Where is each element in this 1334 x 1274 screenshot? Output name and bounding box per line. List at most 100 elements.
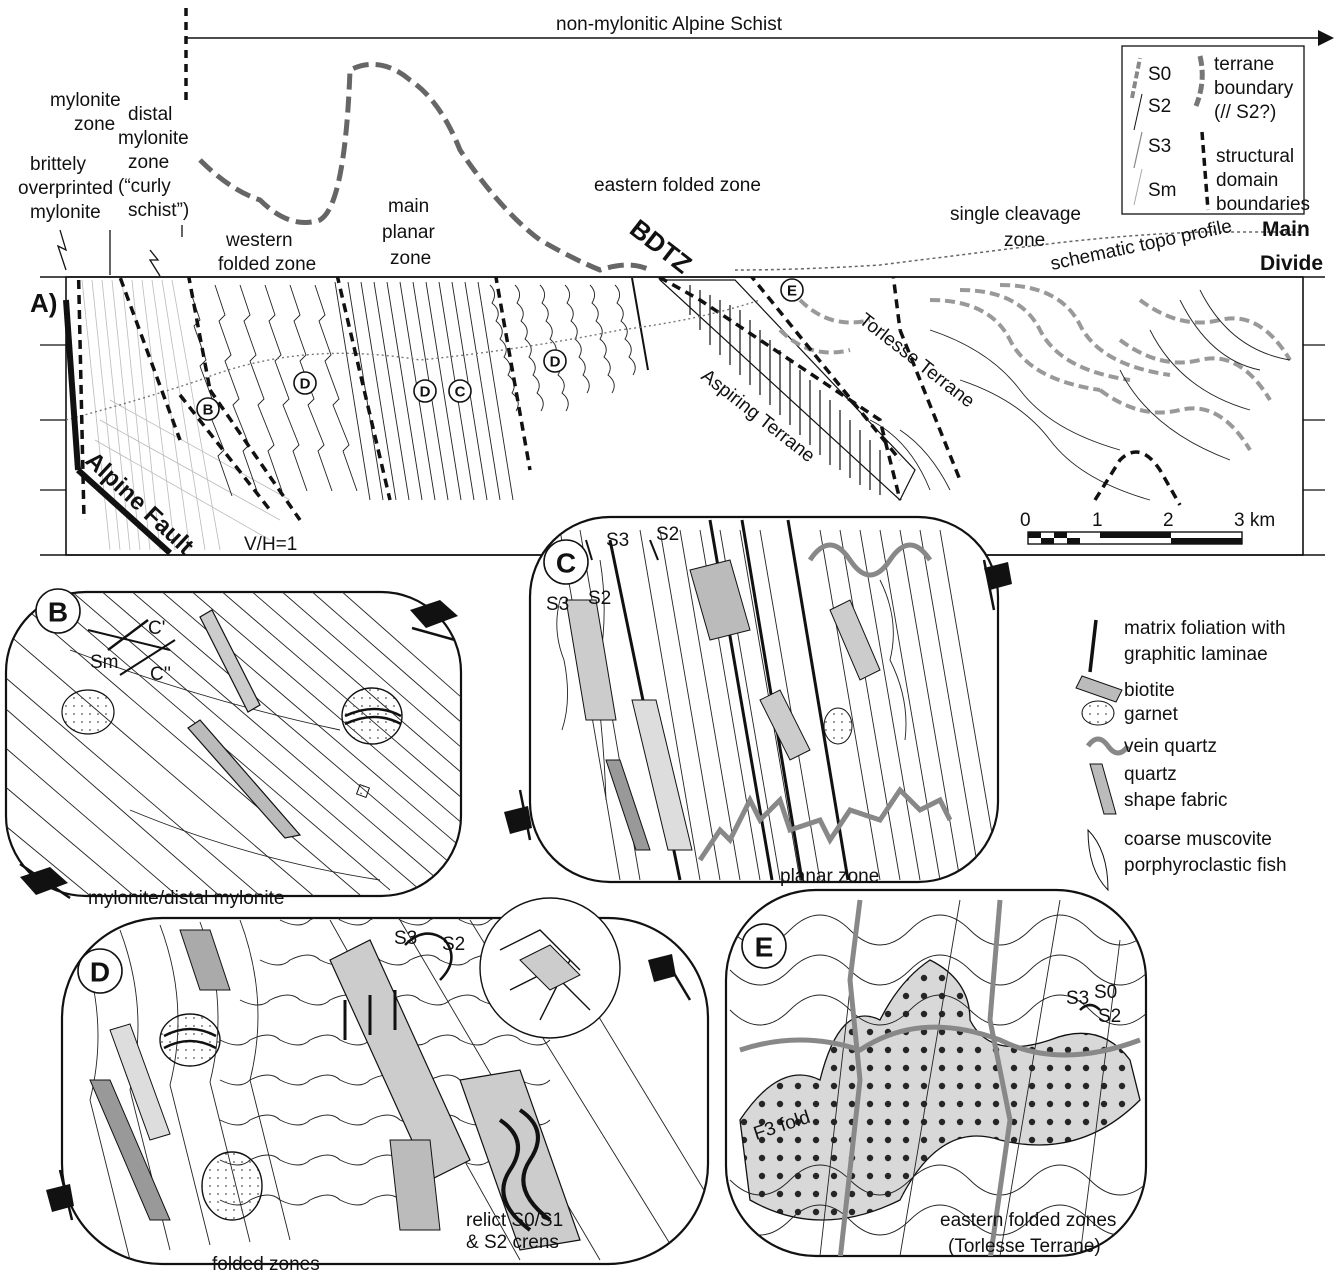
svg-text:boundary: boundary — [1214, 78, 1294, 99]
label-main-divide: Main Divide — [1260, 218, 1323, 275]
svg-text:main: main — [388, 196, 429, 217]
marker-c: C — [449, 380, 471, 402]
svg-text:S3: S3 — [606, 530, 629, 551]
svg-text:S0: S0 — [1094, 982, 1117, 1003]
svg-text:vein quartz: vein quartz — [1124, 736, 1217, 757]
svg-text:biotite: biotite — [1124, 680, 1175, 701]
label-bdtz: BDTZ — [624, 213, 697, 279]
svg-text:S2: S2 — [656, 524, 679, 545]
panel-a-tag: A) — [30, 288, 57, 318]
svg-text:C: C — [455, 384, 466, 401]
legend-right: matrix foliation with graphitic laminae … — [1076, 618, 1287, 890]
svg-text:zone: zone — [390, 248, 431, 269]
svg-text:distal: distal — [128, 104, 172, 125]
panel-d-tag: D — [78, 949, 122, 993]
svg-text:Sm: Sm — [90, 652, 119, 673]
marker-d2: D — [414, 380, 436, 402]
panel-e: S3 S0 S2 F3 fold E eastern folded zones … — [726, 890, 1150, 1260]
marker-e: E — [781, 279, 803, 301]
svg-text:S2: S2 — [442, 934, 465, 955]
label-eastern-folded: eastern folded zone — [594, 175, 761, 196]
svg-text:S3: S3 — [394, 928, 417, 949]
label-torlesse: Torlesse Terrane — [855, 309, 978, 412]
svg-text:(// S2?): (// S2?) — [1214, 102, 1276, 123]
svg-text:planar: planar — [382, 222, 435, 243]
svg-text:overprinted: overprinted — [18, 178, 113, 199]
svg-text:relict S0/S1: relict S0/S1 — [466, 1210, 563, 1231]
svg-text:brittely: brittely — [30, 154, 86, 175]
svg-text:(Torlesse Terrane): (Torlesse Terrane) — [948, 1236, 1101, 1257]
svg-text:S3: S3 — [1148, 136, 1171, 157]
label-single-cleavage: single cleavage zone — [950, 204, 1081, 251]
svg-text:C: C — [556, 548, 576, 579]
svg-text:& S2 crens: & S2 crens — [466, 1232, 559, 1253]
svg-text:C': C' — [148, 618, 165, 639]
marker-d1: D — [294, 372, 316, 394]
svg-text:D: D — [420, 384, 431, 401]
svg-text:western: western — [225, 230, 293, 251]
svg-text:schist”): schist”) — [128, 200, 189, 221]
svg-text:coarse muscovite: coarse muscovite — [1124, 829, 1272, 850]
svg-text:mylonite: mylonite — [118, 128, 189, 149]
alpine-fault-line — [66, 300, 78, 470]
svg-text:2: 2 — [1163, 510, 1174, 531]
svg-text:terrane: terrane — [1214, 54, 1274, 75]
panel-d-caption: folded zones — [212, 1254, 320, 1274]
svg-text:D: D — [90, 957, 110, 988]
top-arrow-label: non-mylonitic Alpine Schist — [556, 14, 783, 35]
panel-c-tag: C — [544, 540, 588, 584]
svg-text:Main: Main — [1262, 218, 1310, 241]
svg-text:S2: S2 — [1148, 96, 1171, 117]
svg-text:quartz: quartz — [1124, 764, 1177, 785]
svg-text:Divide: Divide — [1260, 252, 1323, 275]
svg-text:B: B — [48, 597, 68, 628]
svg-text:B: B — [203, 402, 214, 419]
scale-bar: 0 1 2 3 km — [1020, 510, 1275, 544]
svg-text:C'': C'' — [150, 664, 171, 685]
svg-text:D: D — [550, 354, 561, 371]
label-brittle: brittely overprinted mylonite — [18, 154, 113, 223]
svg-text:S2: S2 — [1098, 1006, 1121, 1027]
svg-text:domain: domain — [1216, 170, 1278, 191]
panel-b-caption: mylonite/distal mylonite — [88, 888, 284, 909]
panel-a-frame — [66, 277, 1303, 555]
panel-e-tag: E — [742, 924, 786, 968]
svg-text:mylonite: mylonite — [30, 202, 101, 223]
svg-text:D: D — [300, 376, 311, 393]
svg-text:garnet: garnet — [1124, 704, 1179, 725]
svg-text:folded zone: folded zone — [218, 254, 316, 275]
label-distal: distal mylonite zone (“curly schist”) — [118, 104, 189, 221]
svg-text:boundaries: boundaries — [1216, 194, 1310, 215]
label-main-planar: main planar zone — [382, 196, 435, 269]
svg-text:single cleavage: single cleavage — [950, 204, 1081, 225]
svg-text:S3: S3 — [1066, 988, 1089, 1009]
svg-text:(“curly: (“curly — [118, 176, 171, 197]
label-vh: V/H=1 — [244, 534, 297, 555]
svg-text:1: 1 — [1092, 510, 1103, 531]
svg-text:matrix foliation with: matrix foliation with — [1124, 618, 1286, 639]
svg-text:S0: S0 — [1148, 64, 1171, 85]
svg-text:S3: S3 — [546, 594, 569, 615]
svg-text:zone: zone — [1004, 230, 1045, 251]
panel-b: C' Sm C'' B mylonite/distal mylonite — [0, 589, 470, 970]
svg-text:zone: zone — [128, 152, 169, 173]
svg-text:Sm: Sm — [1148, 180, 1177, 201]
svg-text:structural: structural — [1216, 146, 1294, 167]
svg-text:porphyroclastic fish: porphyroclastic fish — [1124, 855, 1287, 876]
svg-text:S2: S2 — [588, 588, 611, 609]
panel-b-tag: B — [36, 589, 80, 633]
panel-d: S3 S2 D folded zones relict S0/S1 & S2 c… — [46, 898, 710, 1274]
svg-text:zone: zone — [74, 114, 115, 135]
legend-top: S0 S2 S3 Sm terrane boundary (// S2?) st… — [1122, 46, 1310, 215]
marker-d3: D — [544, 350, 566, 372]
panel-c-caption: planar zone — [780, 866, 879, 887]
svg-text:E: E — [755, 932, 774, 963]
svg-text:graphitic laminae: graphitic laminae — [1124, 644, 1268, 665]
svg-text:0: 0 — [1020, 510, 1031, 531]
label-western-folded: western folded zone — [218, 230, 316, 275]
svg-text:E: E — [787, 283, 797, 300]
svg-text:mylonite: mylonite — [50, 90, 121, 111]
marker-b: B — [197, 398, 219, 420]
svg-text:3 km: 3 km — [1234, 510, 1275, 531]
